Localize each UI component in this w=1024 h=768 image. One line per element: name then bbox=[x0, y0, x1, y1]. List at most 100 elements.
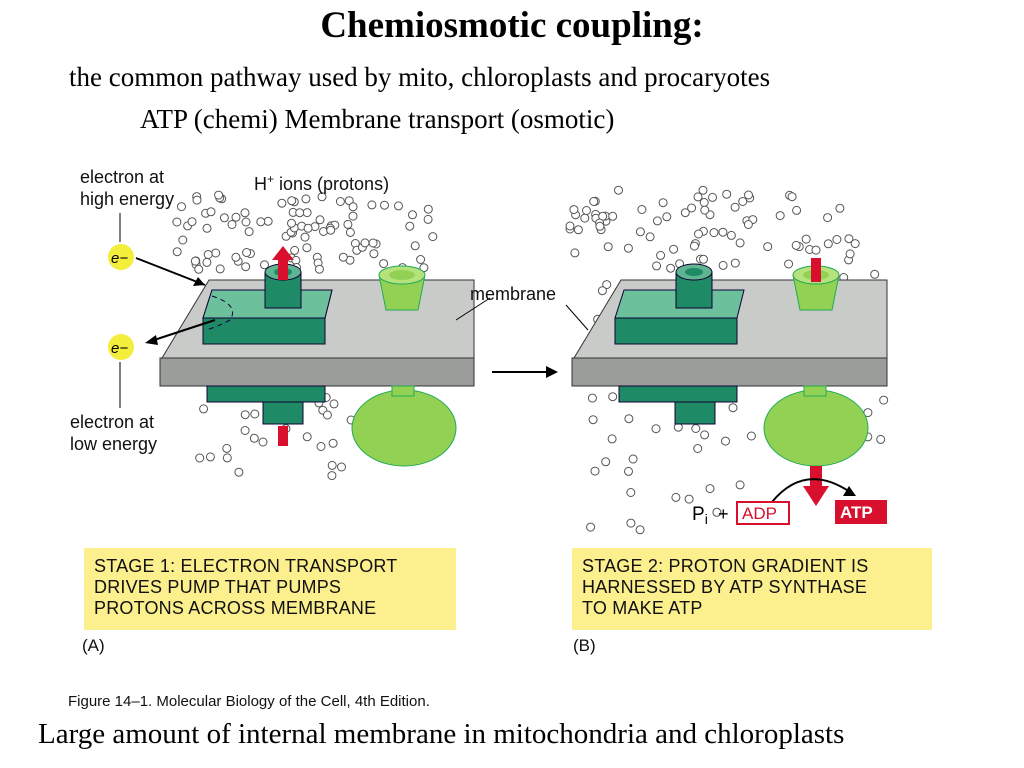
proton-icon bbox=[738, 197, 748, 206]
proton-icon bbox=[700, 430, 710, 440]
proton-icon bbox=[202, 257, 212, 267]
atp-synthase-a bbox=[351, 265, 457, 467]
h-ions-text: ions (protons) bbox=[274, 174, 390, 194]
proton-icon bbox=[635, 525, 645, 535]
proton-icon bbox=[718, 227, 728, 237]
label-line: high energy bbox=[80, 189, 175, 209]
proton-icon bbox=[705, 484, 715, 494]
proton-icon bbox=[300, 232, 310, 242]
proton-icon bbox=[328, 438, 338, 448]
leader-line bbox=[565, 304, 589, 331]
proton-icon bbox=[651, 424, 661, 434]
proton-icon bbox=[811, 245, 821, 255]
proton-icon bbox=[850, 239, 860, 249]
proton-icon bbox=[635, 227, 645, 237]
proton-icon bbox=[614, 185, 623, 195]
proton-icon bbox=[684, 494, 694, 504]
proton-icon bbox=[302, 243, 312, 253]
panel-b-label: (B) bbox=[573, 636, 596, 655]
proton-icon bbox=[687, 203, 697, 213]
proton-icon bbox=[628, 454, 638, 464]
proton-icon bbox=[423, 204, 433, 214]
proton-icon bbox=[728, 403, 738, 413]
proton-icon bbox=[680, 208, 690, 218]
proton-icon bbox=[792, 205, 802, 215]
proton-icon bbox=[380, 200, 389, 210]
proton-icon bbox=[348, 202, 358, 212]
proton-icon bbox=[624, 414, 634, 424]
stage2-line: HARNESSED BY ATP SYNTHASE bbox=[582, 577, 868, 597]
stage1-line: STAGE 1: ELECTRON TRANSPORT bbox=[94, 556, 398, 576]
atp-label: ATP bbox=[840, 503, 873, 522]
proton-icon bbox=[211, 248, 221, 258]
proton-icon bbox=[205, 452, 215, 462]
proton-icon bbox=[801, 234, 811, 244]
proton-icon bbox=[623, 243, 633, 253]
proton-bubbles bbox=[172, 185, 889, 535]
proton-icon bbox=[691, 424, 701, 433]
proton-icon bbox=[240, 426, 250, 435]
slide-subtitle: the common pathway used by mito, chlorop… bbox=[69, 62, 771, 92]
proton-icon bbox=[301, 194, 311, 204]
proton-icon bbox=[408, 210, 417, 220]
proton-icon bbox=[588, 415, 598, 425]
proton-icon bbox=[589, 197, 599, 206]
proton-icon bbox=[823, 239, 833, 249]
proton-icon bbox=[709, 228, 719, 238]
proton-icon bbox=[316, 442, 326, 451]
proton-icon bbox=[360, 238, 370, 248]
proton-icon bbox=[586, 522, 596, 532]
proton-icon bbox=[787, 192, 797, 202]
proton-icon bbox=[743, 220, 753, 229]
proton-icon bbox=[879, 395, 889, 405]
proton-icon bbox=[215, 264, 225, 274]
proton-icon bbox=[565, 221, 575, 231]
proton-icon bbox=[580, 213, 590, 223]
proton-channel-icon bbox=[811, 258, 821, 282]
proton-arrow-up-icon bbox=[272, 246, 294, 280]
proton-icon bbox=[240, 410, 250, 420]
proton-icon bbox=[329, 399, 339, 409]
plus-label: + bbox=[718, 504, 729, 524]
proton-icon bbox=[582, 206, 591, 215]
proton-icon bbox=[244, 227, 254, 237]
proton-icon bbox=[302, 208, 312, 218]
proton-icon bbox=[219, 213, 229, 223]
proton-icon bbox=[573, 225, 583, 235]
proton-icon bbox=[423, 214, 433, 224]
proton-icon bbox=[338, 252, 348, 262]
proton-icon bbox=[694, 229, 703, 239]
proton-icon bbox=[722, 189, 732, 199]
atp-box bbox=[835, 500, 887, 524]
proton-icon bbox=[287, 196, 297, 206]
proton-icon bbox=[570, 248, 580, 258]
proton-icon bbox=[730, 258, 740, 268]
proton-icon bbox=[735, 238, 745, 248]
proton-icon bbox=[689, 241, 699, 251]
proton-icon bbox=[343, 219, 353, 229]
proton-icon bbox=[698, 185, 708, 195]
proton-icon bbox=[626, 488, 636, 497]
proton-icon bbox=[845, 249, 855, 259]
proton-icon bbox=[410, 241, 420, 251]
proton-icon bbox=[172, 217, 182, 227]
slide-title: Chemiosmotic coupling: bbox=[320, 5, 704, 46]
proton-icon bbox=[315, 215, 325, 225]
stage2-line: STAGE 2: PROTON GRADIENT IS bbox=[582, 556, 869, 576]
proton-icon bbox=[222, 453, 232, 463]
atp-synthase-b bbox=[763, 265, 869, 467]
proton-icon bbox=[870, 269, 880, 279]
label-line: electron at bbox=[80, 167, 165, 187]
proton-icon bbox=[335, 197, 345, 206]
proton-icon bbox=[177, 202, 186, 212]
proton-icon bbox=[835, 203, 845, 213]
proton-icon bbox=[231, 252, 241, 262]
proton-icon bbox=[662, 212, 672, 222]
proton-icon bbox=[624, 466, 633, 476]
proton-icon bbox=[242, 248, 252, 257]
proton-icon bbox=[746, 431, 756, 441]
proton-icon bbox=[249, 433, 259, 443]
proton-icon bbox=[367, 200, 377, 210]
proton-icon bbox=[302, 432, 312, 442]
proton-icon bbox=[190, 256, 200, 266]
